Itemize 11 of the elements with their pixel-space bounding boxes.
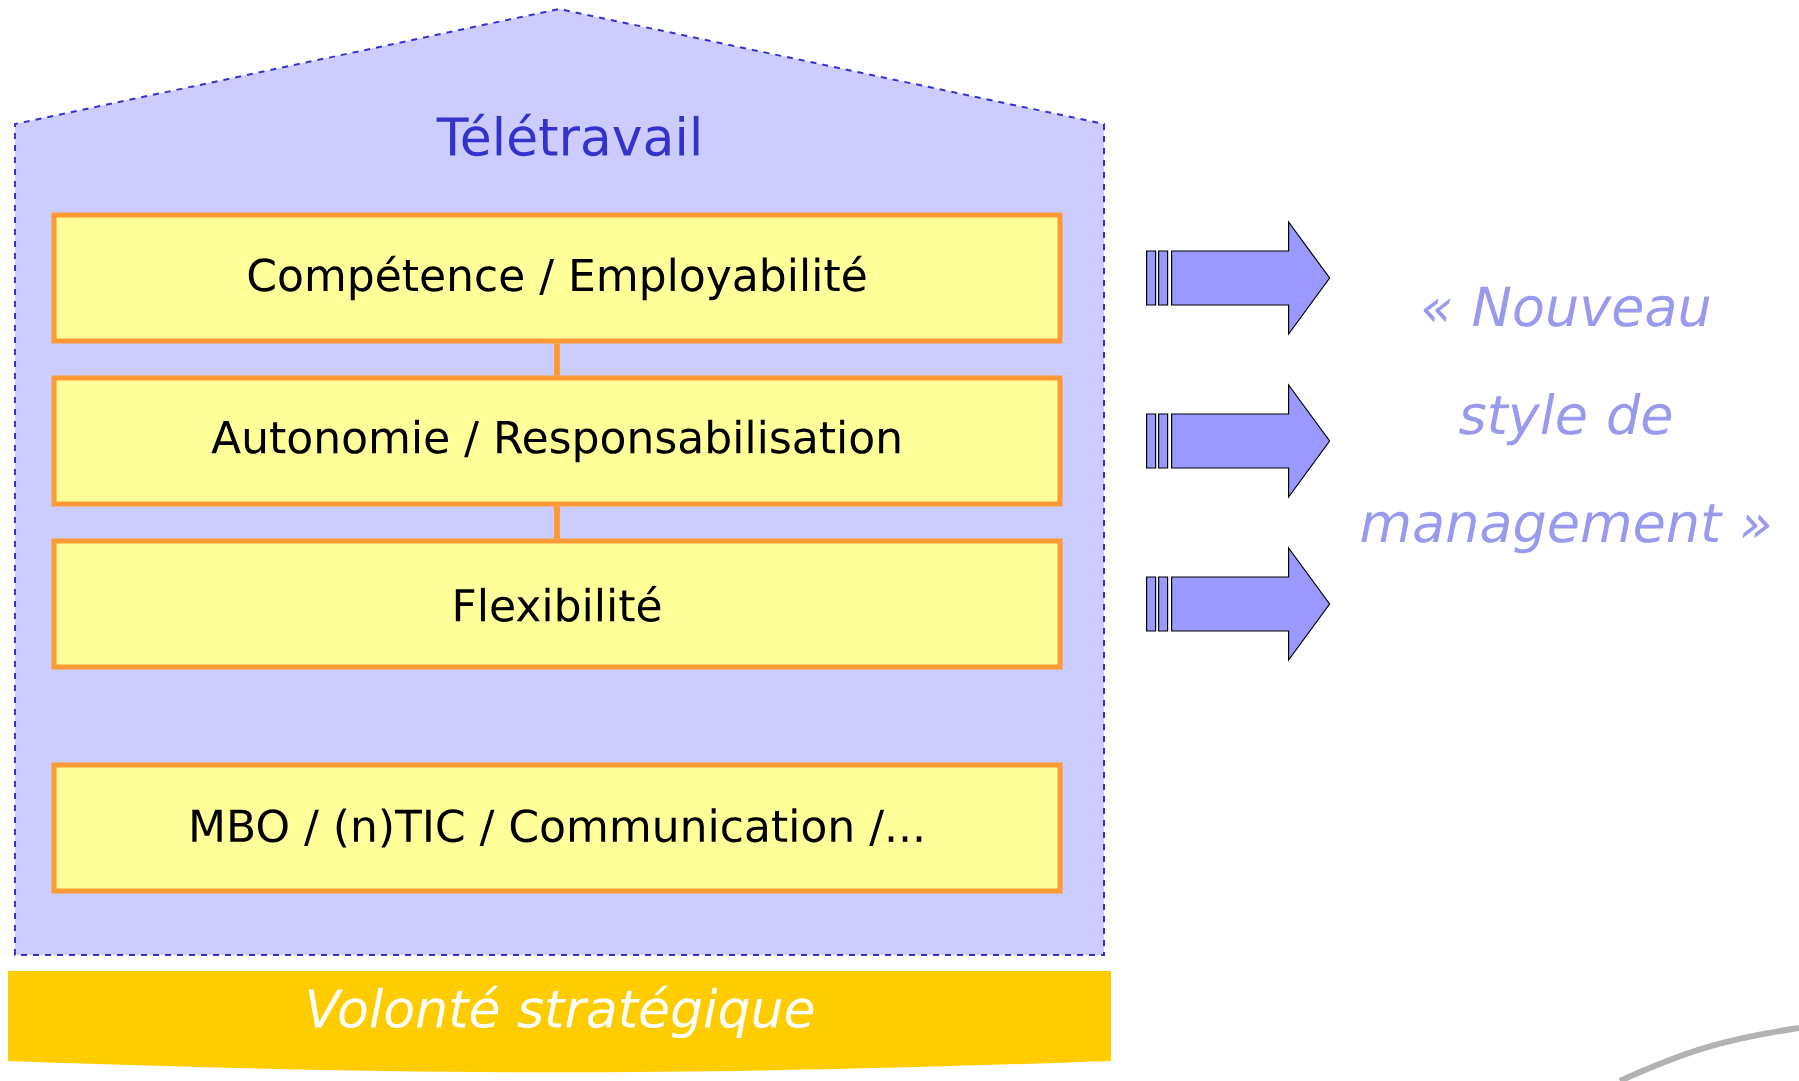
connector-line (554, 506, 560, 539)
layer-box: MBO / (n)TIC / Communication /... (51, 762, 1063, 894)
layer-box: Compétence / Employabilité (51, 212, 1063, 344)
block-arrow (1146, 220, 1331, 336)
layer-box: Flexibilité (51, 538, 1063, 670)
block-arrow (1146, 546, 1331, 662)
layer-box: Autonomie / Responsabilisation (51, 375, 1063, 507)
foundation-band: Volonté stratégique (8, 971, 1111, 1073)
note-text: « Nouveau style de management » (1361, 286, 1770, 554)
connector-line (554, 343, 560, 376)
block-arrow (1146, 383, 1331, 499)
